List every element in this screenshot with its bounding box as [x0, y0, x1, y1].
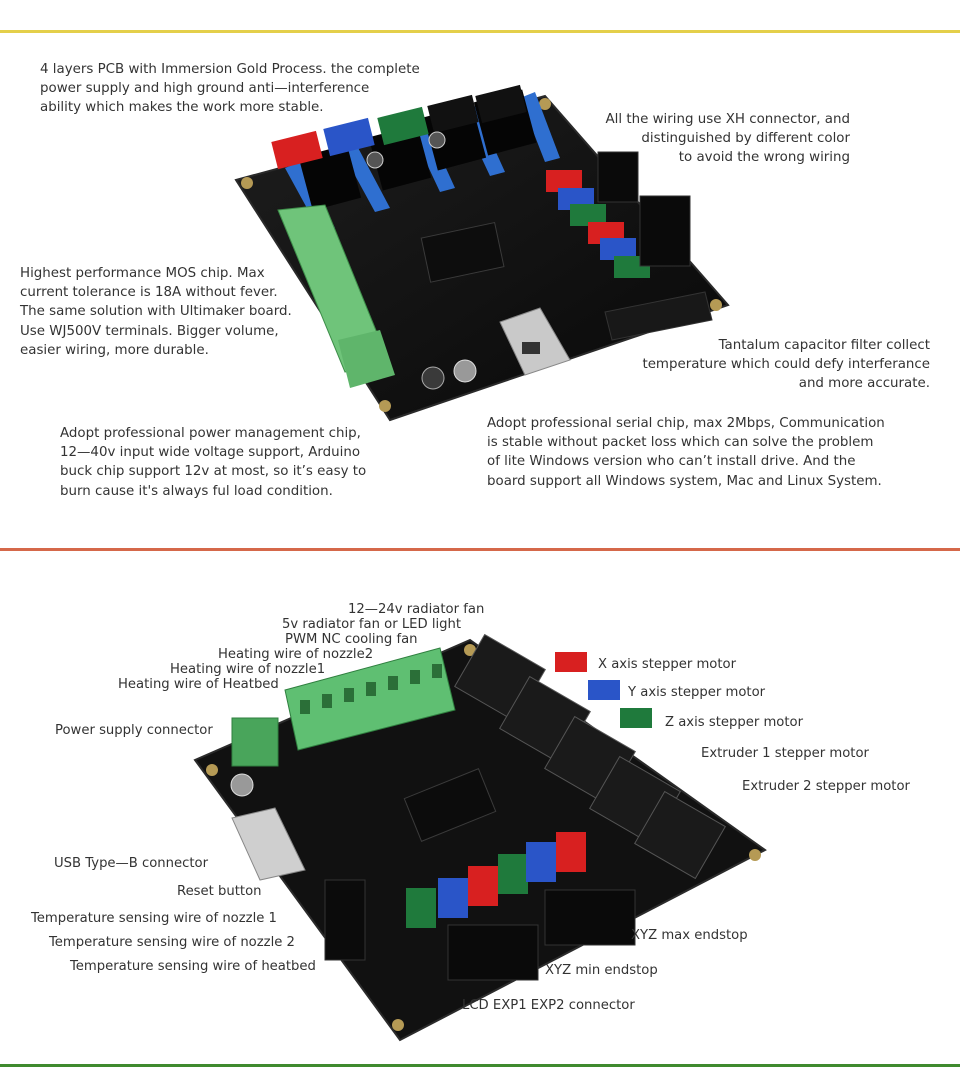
label-usb: USB Type—B connector [54, 856, 209, 871]
note-pcb: 4 layers PCB with Immersion Gold Process… [40, 62, 420, 116]
label-temp-nozzle2: Temperature sensing wire of nozzle 2 [49, 935, 295, 950]
label-led-fan: 5v radiator fan or LED light [282, 617, 462, 632]
note-tantalum: Tantalum capacitor filter collect temper… [642, 338, 930, 392]
label-nozzle2-heat: Heating wire of nozzle2 [218, 647, 374, 662]
note-mos: Highest performance MOS chip. Max curren… [20, 266, 292, 358]
label-radiator-fan: 12—24v radiator fan [348, 602, 485, 617]
label-pwm-fan: PWM NC cooling fan [285, 632, 418, 647]
label-heatbed-heat: Heating wire of Heatbed [118, 677, 279, 692]
label-temp-heatbed: Temperature sensing wire of heatbed [70, 959, 316, 974]
label-max-endstop: XYZ max endstop [631, 928, 748, 943]
note-wiring: All the wiring use XH connector, and dis… [605, 112, 850, 166]
bottom-divider [0, 1064, 960, 1067]
top-divider [0, 30, 960, 33]
label-power-conn: Power supply connector [55, 723, 213, 738]
label-min-endstop: XYZ min endstop [545, 963, 658, 978]
label-y-motor: Y axis stepper motor [628, 685, 766, 700]
label-e1-motor: Extruder 1 stepper motor [701, 746, 869, 761]
label-e2-motor: Extruder 2 stepper motor [742, 779, 910, 794]
label-z-motor: Z axis stepper motor [665, 715, 804, 730]
middle-divider [0, 548, 960, 551]
note-serial-chip: Adopt professional serial chip, max 2Mbp… [487, 416, 885, 489]
label-lcd-connector: LCD EXP1 EXP2 connector [462, 998, 635, 1013]
label-nozzle1-heat: Heating wire of nozzle1 [170, 662, 326, 677]
label-x-motor: X axis stepper motor [598, 657, 737, 672]
label-reset: Reset button [177, 884, 262, 899]
note-power-chip: Adopt professional power management chip… [60, 426, 367, 499]
label-temp-nozzle1: Temperature sensing wire of nozzle 1 [31, 911, 277, 926]
